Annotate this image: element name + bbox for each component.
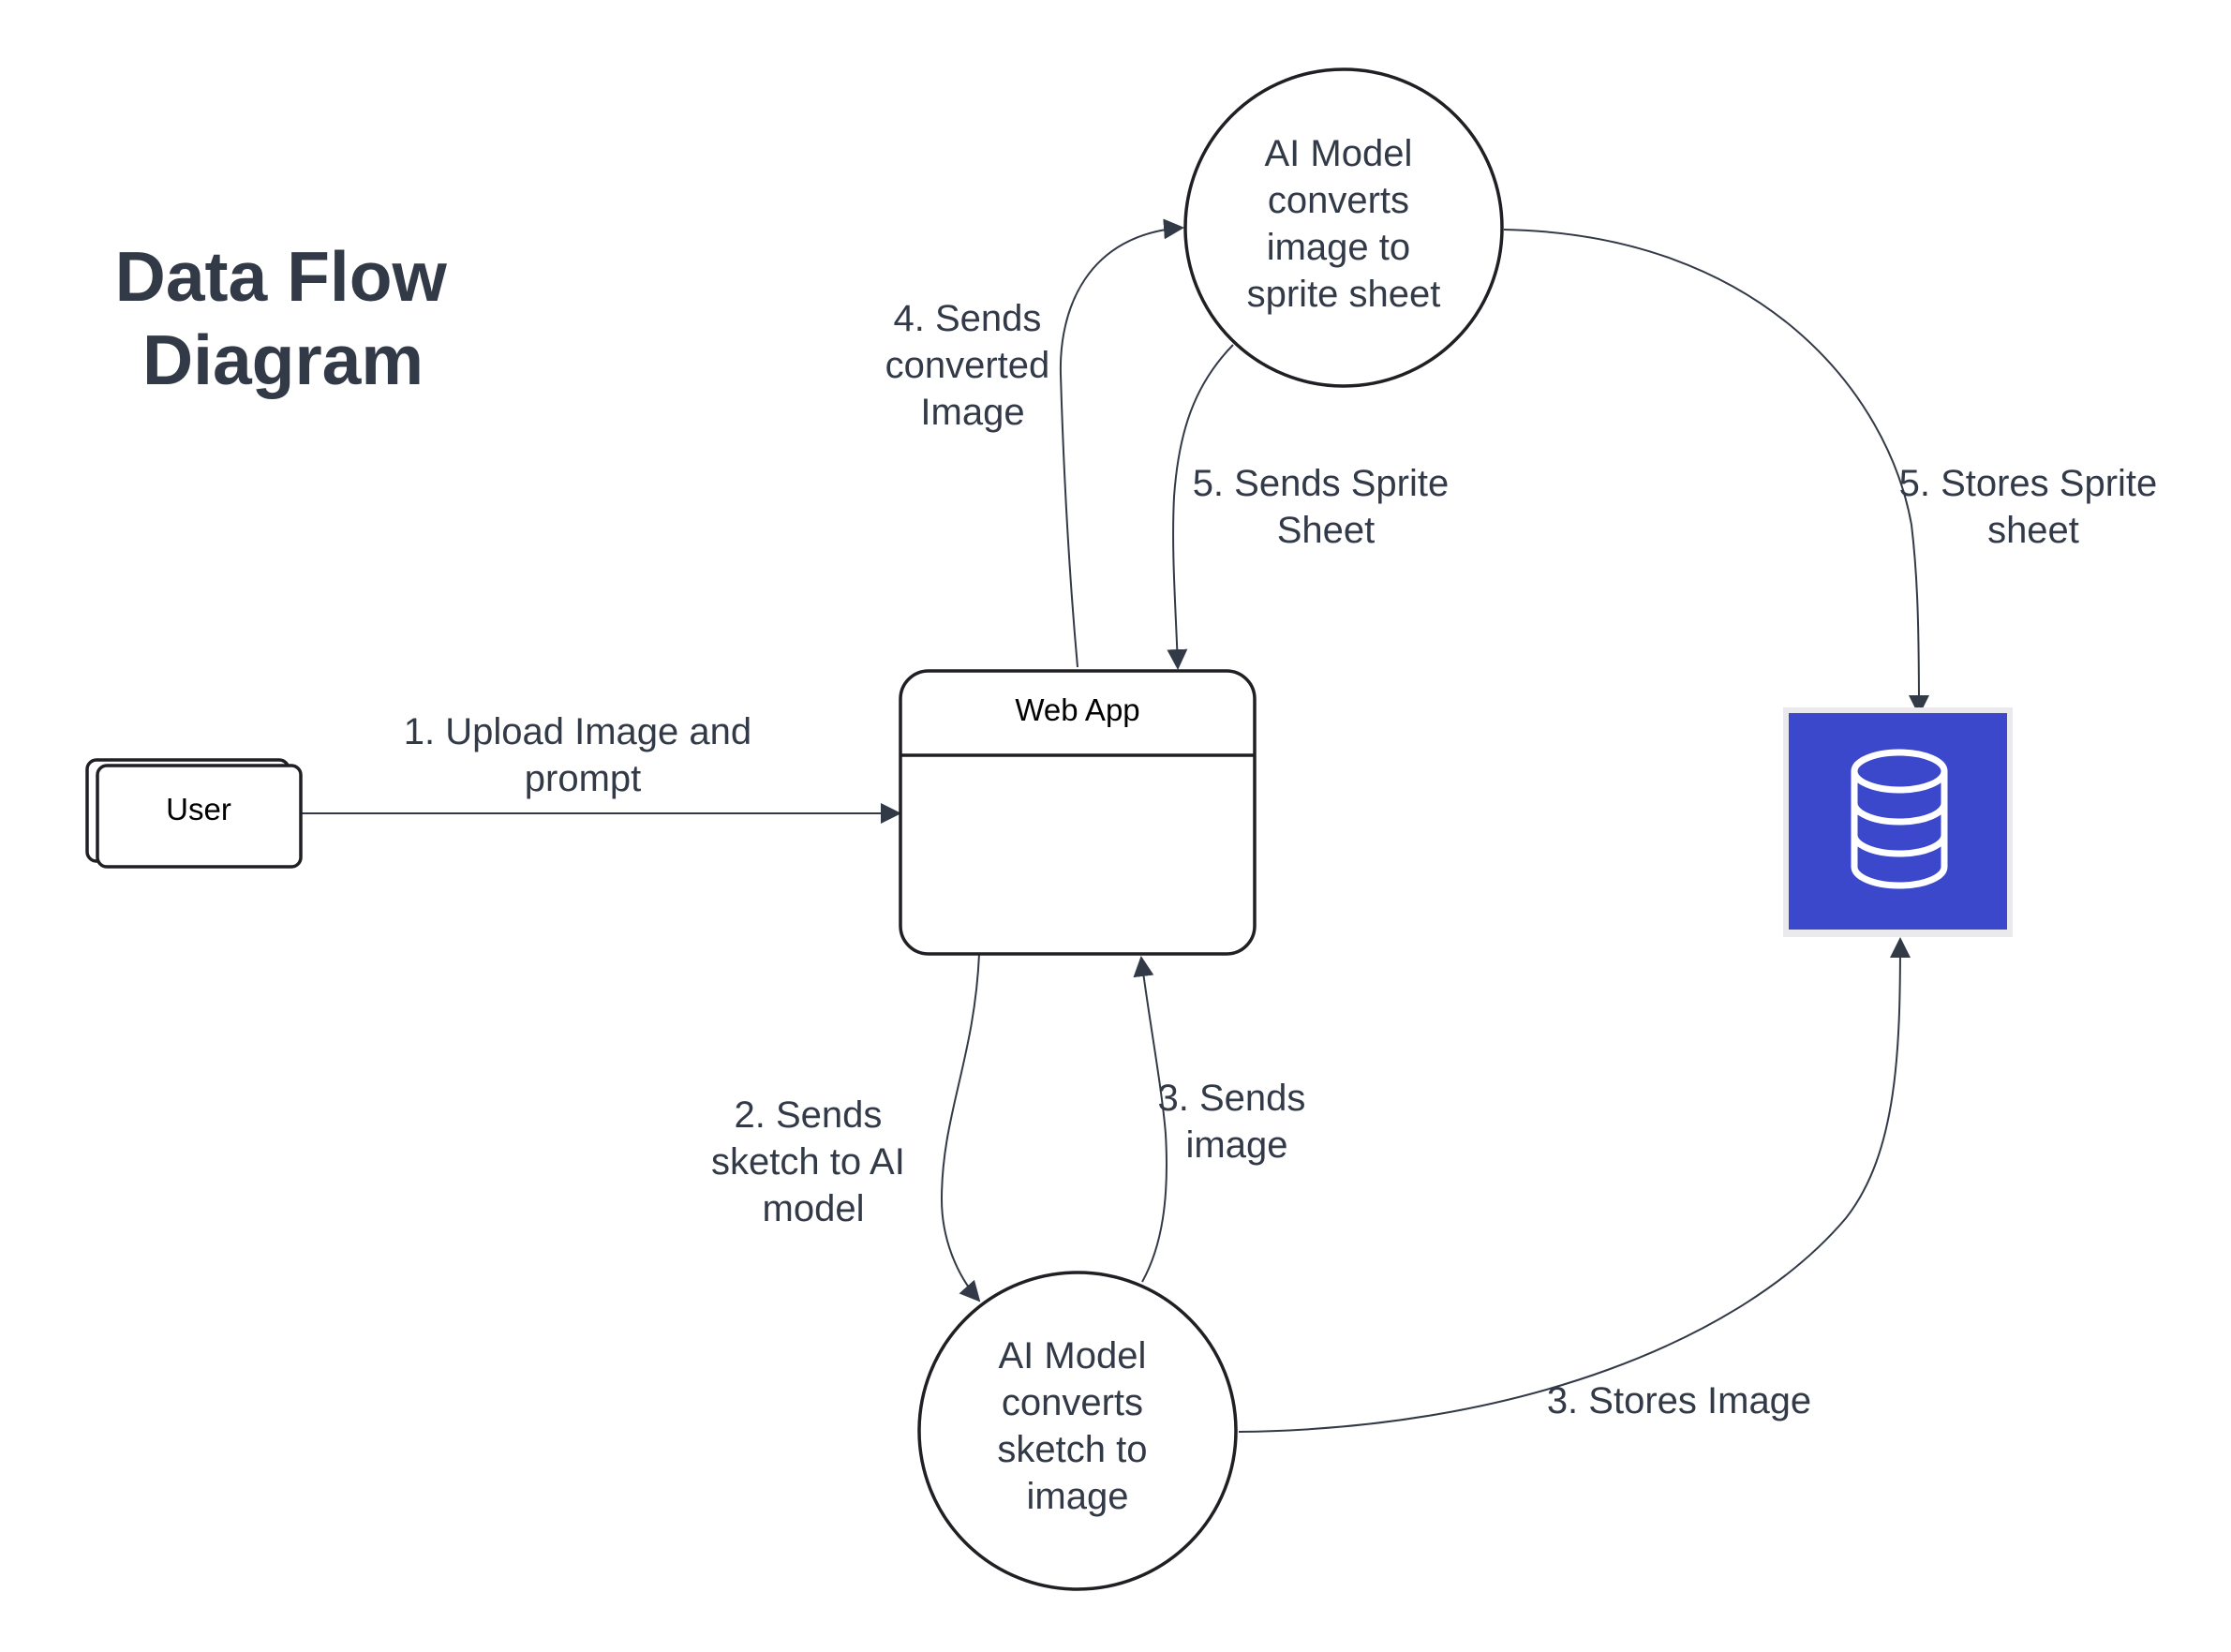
- ai-model-sprite-node[interactable]: AI Model converts image to sprite sheet: [1183, 67, 1504, 388]
- database-icon: [1851, 749, 1948, 889]
- ai-model-sketch-node[interactable]: AI Model converts sketch to image: [917, 1271, 1238, 1591]
- label-sends-image: 3. Sends image: [1157, 1078, 1316, 1166]
- database-node[interactable]: [1783, 707, 2013, 937]
- label-upload: 1. Upload Image and prompt: [404, 711, 763, 799]
- edge-stores-image: [1238, 937, 1911, 1433]
- edge-sends-converted: [1059, 218, 1184, 668]
- user-label: User: [166, 792, 231, 826]
- edge-stores-sprite: [1503, 229, 1929, 716]
- user-node[interactable]: User: [85, 758, 303, 869]
- ai-model-sketch-label: AI Model converts sketch to image: [997, 1335, 1157, 1517]
- edge-sends-sprite: [1167, 344, 1234, 670]
- page-title: Data Flow Diagram: [115, 237, 452, 399]
- ai-model-sprite-label: AI Model converts image to sprite sheet: [1247, 133, 1441, 315]
- web-app-node[interactable]: Web App: [899, 669, 1257, 956]
- label-sends-sprite: 5. Sends Sprite Sheet: [1193, 463, 1460, 551]
- edge-sends-sketch: [940, 953, 981, 1302]
- web-app-label: Web App: [1015, 692, 1139, 727]
- label-sends-converted: 4. Sends converted Image: [885, 298, 1061, 433]
- label-stores-image: 3. Stores Image: [1547, 1380, 1811, 1421]
- label-sends-sketch: 2. Sends sketch to AI model: [711, 1094, 915, 1229]
- label-stores-sprite: 5. Stores Sprite sheet: [1899, 463, 2168, 551]
- edge-sends-image: [1133, 956, 1168, 1283]
